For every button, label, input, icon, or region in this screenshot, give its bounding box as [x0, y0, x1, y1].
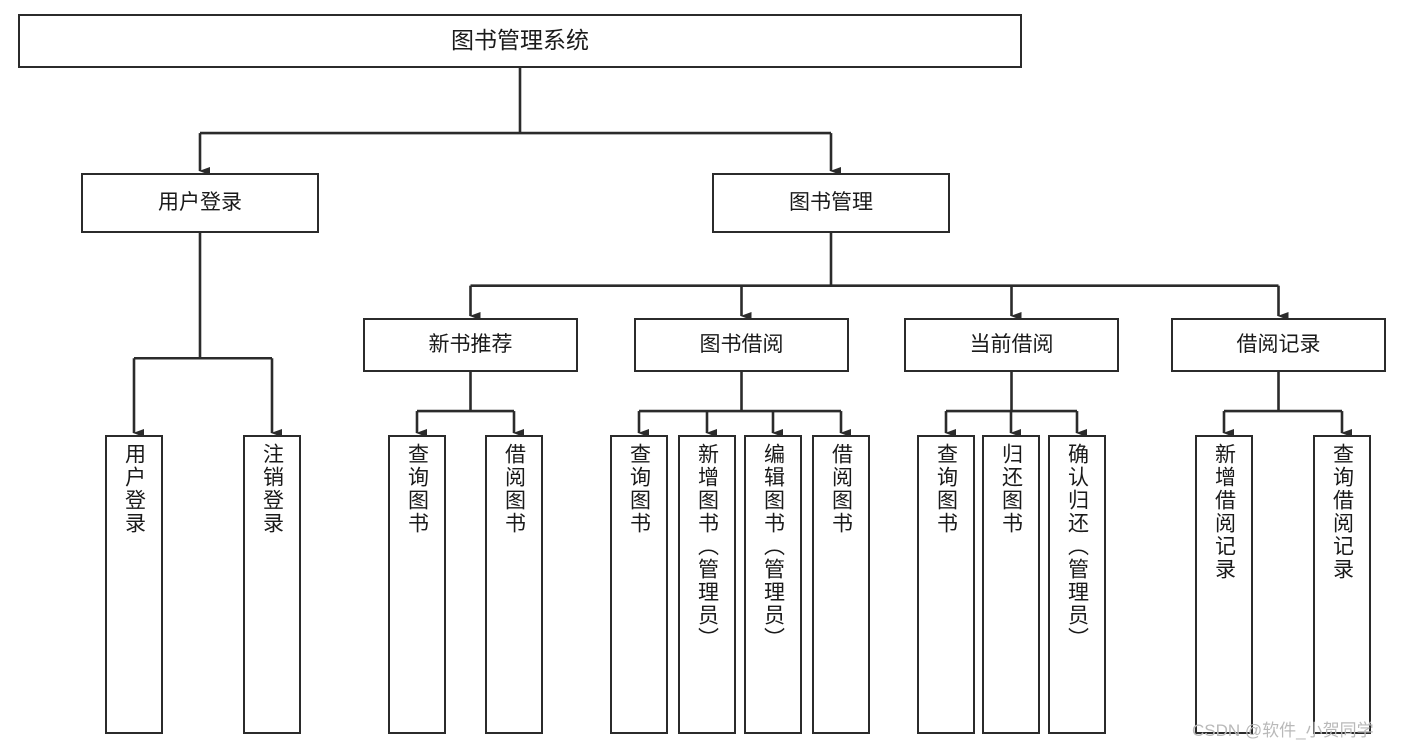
node-current-borrow-label: 当前借阅	[969, 332, 1054, 356]
leaf-add-record-label: 新增借阅记录	[1212, 443, 1236, 581]
leaf-logout-label: 注销登录	[260, 443, 284, 535]
leaf-borrow-book-b[interactable]: 借阅图书	[812, 435, 870, 734]
leaf-query-book-a-label: 查询图书	[405, 443, 429, 535]
leaf-query-book-b-label: 查询图书	[627, 443, 651, 535]
node-user-login[interactable]: 用户登录	[81, 173, 319, 233]
leaf-query-record[interactable]: 查询借阅记录	[1313, 435, 1371, 734]
edge-group	[132, 68, 1352, 437]
node-book-borrow[interactable]: 图书借阅	[634, 318, 849, 372]
leaf-borrow-book-b-label: 借阅图书	[829, 443, 853, 535]
node-borrow-record[interactable]: 借阅记录	[1171, 318, 1386, 372]
leaf-confirm-return-label: 确认归还（管理员）	[1065, 443, 1089, 650]
node-borrow-record-label: 借阅记录	[1236, 332, 1321, 356]
leaf-borrow-book-a[interactable]: 借阅图书	[485, 435, 543, 734]
node-current-borrow[interactable]: 当前借阅	[904, 318, 1119, 372]
node-book-manage-label: 图书管理	[789, 190, 873, 214]
leaf-add-book[interactable]: 新增图书（管理员）	[678, 435, 736, 734]
node-book-manage[interactable]: 图书管理	[712, 173, 950, 233]
node-root[interactable]: 图书管理系统	[18, 14, 1022, 68]
leaf-return-book[interactable]: 归还图书	[982, 435, 1040, 734]
leaf-edit-book-label: 编辑图书（管理员）	[761, 443, 785, 650]
leaf-query-book-a[interactable]: 查询图书	[388, 435, 446, 734]
leaf-add-book-label: 新增图书（管理员）	[695, 443, 719, 650]
leaf-add-record[interactable]: 新增借阅记录	[1195, 435, 1253, 734]
leaf-user-login-label: 用户登录	[122, 443, 146, 535]
node-book-borrow-label: 图书借阅	[699, 332, 784, 356]
leaf-query-book-c[interactable]: 查询图书	[917, 435, 975, 734]
node-new-book-recommend[interactable]: 新书推荐	[363, 318, 578, 372]
leaf-query-record-label: 查询借阅记录	[1330, 443, 1354, 581]
leaf-query-book-b[interactable]: 查询图书	[610, 435, 668, 734]
node-root-label: 图书管理系统	[451, 27, 589, 54]
leaf-return-book-label: 归还图书	[999, 443, 1023, 535]
leaf-confirm-return[interactable]: 确认归还（管理员）	[1048, 435, 1106, 734]
node-user-login-label: 用户登录	[158, 190, 242, 214]
leaf-edit-book[interactable]: 编辑图书（管理员）	[744, 435, 802, 734]
leaf-user-login[interactable]: 用户登录	[105, 435, 163, 734]
leaf-query-book-c-label: 查询图书	[934, 443, 958, 535]
leaf-logout[interactable]: 注销登录	[243, 435, 301, 734]
node-new-book-recommend-label: 新书推荐	[428, 332, 513, 356]
leaf-borrow-book-a-label: 借阅图书	[502, 443, 526, 535]
